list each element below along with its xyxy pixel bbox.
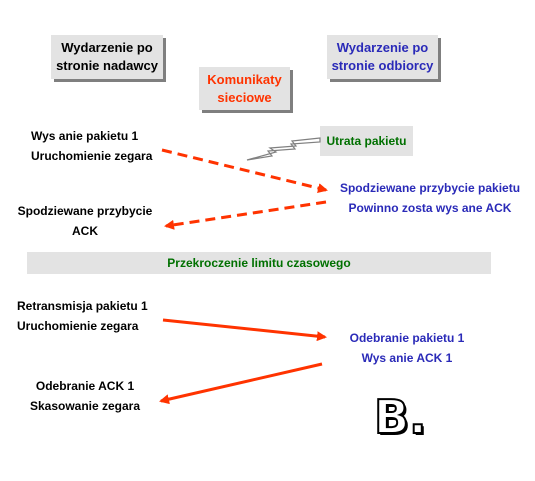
loss-label-box: Utrata pakietu (320, 126, 413, 156)
receiver-packet-received: Odebranie pakietu 1 Wys anie ACK 1 (349, 331, 465, 365)
sender-ack-received: Odebranie ACK 1 Skasowanie zegara (29, 379, 141, 413)
timeout-bar: Przekroczenie limitu czasowego (27, 252, 491, 274)
network-header: Komunikaty sieciowe (199, 67, 290, 110)
expected-ack-arrow (164, 200, 327, 230)
sender-retransmit: Retransmisja pakietu 1 Uruchomienie zega… (17, 299, 148, 333)
network-header-text: Komunikaty sieciowe (207, 71, 282, 105)
panel-letter-text: B. (373, 390, 428, 444)
receiver-header-text: Wydarzenie po stronie odbiorcy (331, 40, 434, 73)
receiver-expected-arrival: Spodziewane przybycie pakietu Powinno zo… (339, 181, 521, 215)
lightning-icon (246, 137, 321, 161)
loss-label: Utrata pakietu (326, 134, 407, 148)
sender-send-packet: Wys anie pakietu 1 Uruchomienie zegara (31, 129, 153, 163)
ack-arrow (159, 362, 323, 405)
retransmit-arrow (162, 318, 327, 342)
sender-header-text: Wydarzenie po stronie nadawcy (56, 40, 158, 73)
panel-letter: B. (373, 390, 428, 444)
sender-expect-ack: Spodziewane przybycie ACK (17, 204, 153, 238)
lost-packet-arrow (161, 148, 328, 193)
timeout-label: Przekroczenie limitu czasowego (167, 256, 351, 270)
sender-header: Wydarzenie po stronie nadawcy (51, 35, 163, 79)
receiver-header: Wydarzenie po stronie odbiorcy (327, 35, 438, 79)
